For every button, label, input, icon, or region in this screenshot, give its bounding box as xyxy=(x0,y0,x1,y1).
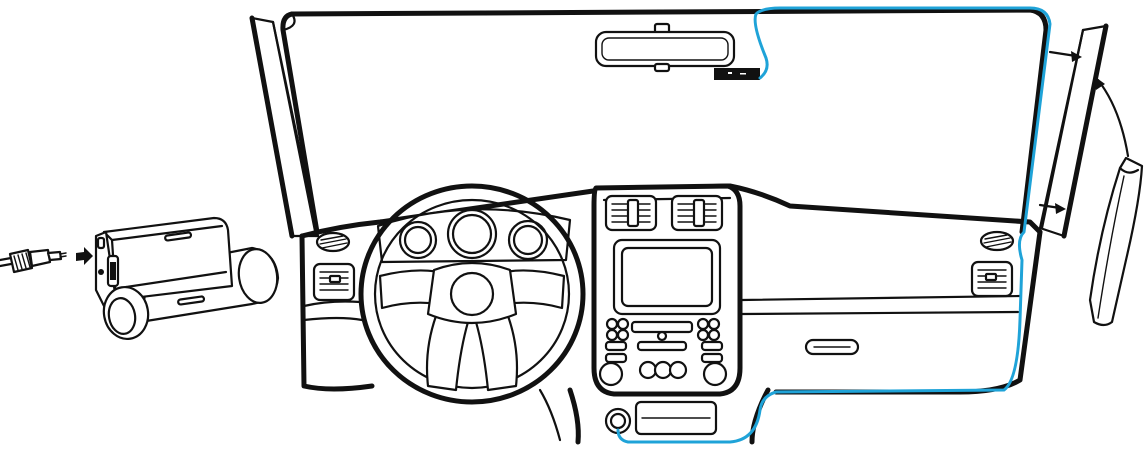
infotainment-screen xyxy=(614,240,720,314)
usb-port xyxy=(98,269,104,275)
camera-mount xyxy=(714,68,760,80)
dash-camera xyxy=(96,218,281,342)
center-vent-right xyxy=(672,196,722,230)
a-pillar-trim-panel xyxy=(1090,158,1142,325)
storage-tray xyxy=(636,402,716,434)
usb-power-cable xyxy=(0,250,66,272)
center-vent-left xyxy=(606,196,656,230)
center-console xyxy=(570,186,768,442)
steering-column xyxy=(540,390,560,440)
rearview-mirror xyxy=(596,24,734,71)
connect-arrow xyxy=(76,247,93,265)
speaker-grille-right xyxy=(981,232,1013,250)
speaker-grille-left xyxy=(317,233,349,251)
air-vent-right xyxy=(972,262,1012,296)
instrument-cluster xyxy=(378,209,570,262)
air-vent-left xyxy=(314,264,354,300)
